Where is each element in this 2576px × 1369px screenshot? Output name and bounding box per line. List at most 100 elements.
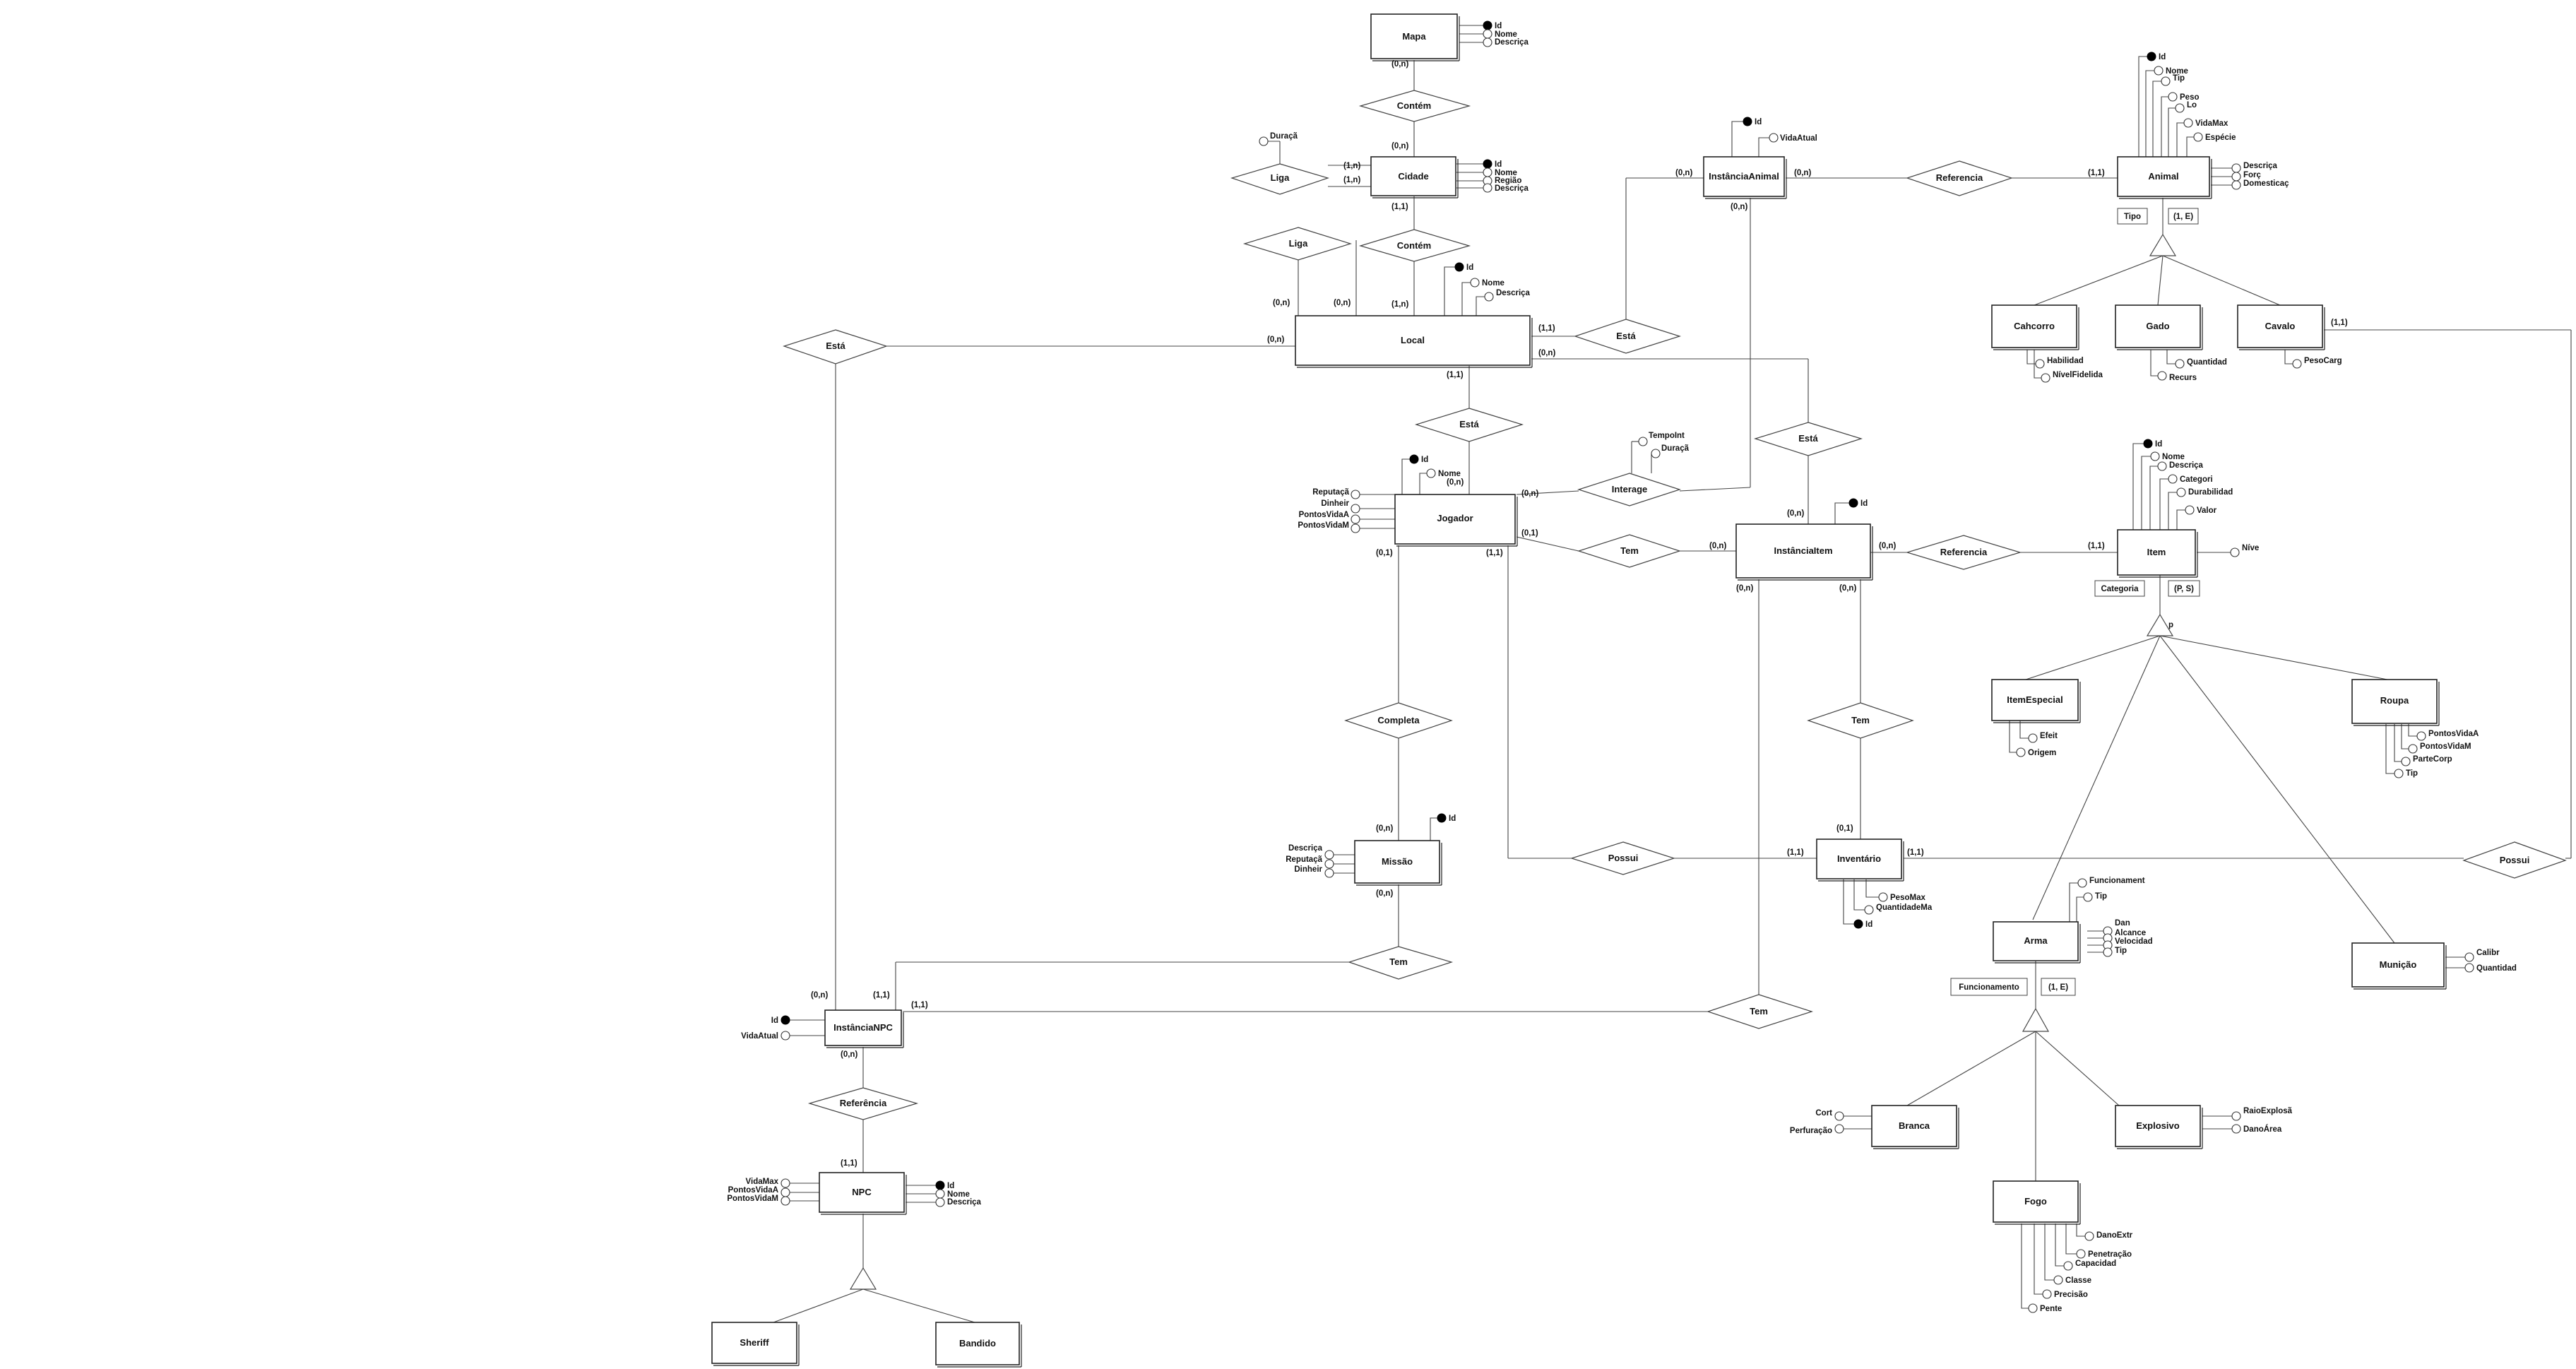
- relationship-tem-item[interactable]: Tem: [1577, 534, 1681, 568]
- svg-text:(1,1): (1,1): [1391, 203, 1408, 211]
- svg-text:Cort: Cort: [1815, 1109, 1832, 1118]
- svg-text:VidaAtual: VidaAtual: [1780, 134, 1817, 143]
- svg-text:Nome: Nome: [2162, 453, 2185, 461]
- svg-text:Dinheir: Dinheir: [1294, 865, 1322, 874]
- svg-text:Id: Id: [2159, 53, 2166, 61]
- svg-text:Referencia: Referencia: [1936, 172, 1983, 183]
- relationship-esta-jogador[interactable]: Está: [1414, 408, 1524, 442]
- entity-sheriff[interactable]: Sheriff: [711, 1322, 800, 1366]
- relationship-possui-jogador[interactable]: Possui: [1570, 841, 1675, 875]
- entity-missao[interactable]: Missão: [1354, 840, 1442, 886]
- entity-arma[interactable]: Arma: [1993, 921, 2081, 964]
- svg-text:(1,1): (1,1): [1486, 549, 1503, 557]
- svg-text:Id: Id: [1865, 920, 1872, 929]
- entity-local[interactable]: Local: [1295, 315, 1533, 368]
- relationship-tem-npc-item[interactable]: Tem: [1707, 994, 1813, 1029]
- entity-cavalo[interactable]: Cavalo: [2237, 304, 2325, 350]
- entity-jogador[interactable]: Jogador: [1394, 494, 1518, 547]
- relationship-possui-cavalo[interactable]: Possui: [2462, 841, 2567, 879]
- relationship-esta-item[interactable]: Está: [1753, 422, 1863, 456]
- relationship-esta-animal[interactable]: Está: [1574, 319, 1681, 354]
- svg-text:(1,1): (1,1): [2088, 542, 2105, 550]
- svg-text:Nome: Nome: [947, 1190, 970, 1199]
- svg-text:Tem: Tem: [1851, 715, 1870, 725]
- relationship-esta-npc[interactable]: Está: [783, 329, 888, 365]
- svg-text:Funcionamento: Funcionamento: [1959, 983, 2019, 992]
- svg-text:Região: Região: [1495, 177, 1521, 185]
- relationship-interage[interactable]: Interage: [1577, 473, 1681, 506]
- svg-text:(0,1): (0,1): [1836, 824, 1853, 833]
- svg-text:Cidade: Cidade: [1398, 171, 1428, 182]
- svg-text:ParteCorp: ParteCorp: [2413, 755, 2452, 764]
- entity-instancia-npc[interactable]: InstânciaNPC: [824, 1009, 904, 1048]
- svg-text:Id: Id: [771, 1017, 778, 1025]
- relationship-liga-1[interactable]: Liga: [1230, 163, 1329, 195]
- svg-text:Roupa: Roupa: [2380, 695, 2409, 706]
- svg-text:(1,1): (1,1): [873, 991, 890, 1000]
- svg-text:Id: Id: [1495, 160, 1502, 169]
- svg-text:Nome: Nome: [1438, 470, 1461, 478]
- entity-instancia-animal[interactable]: InstânciaAnimal: [1703, 156, 1787, 199]
- svg-text:(0,n): (0,n): [1521, 490, 1538, 498]
- svg-text:NívelFidelida: NívelFidelida: [2053, 371, 2103, 379]
- entity-instancia-item[interactable]: InstânciaItem: [1735, 523, 1873, 581]
- relationship-referencia-npc[interactable]: Referência: [807, 1087, 919, 1120]
- svg-text:p: p: [2168, 621, 2173, 629]
- svg-text:(0,n): (0,n): [1273, 299, 1290, 307]
- svg-text:Categori: Categori: [2180, 475, 2213, 484]
- svg-text:Descriça: Descriça: [1496, 289, 1531, 297]
- entity-npc[interactable]: NPC: [819, 1172, 907, 1215]
- entity-explosivo[interactable]: Explosivo: [2115, 1105, 2203, 1149]
- svg-text:VidaAtual: VidaAtual: [741, 1032, 778, 1041]
- relationship-contem-2[interactable]: Contém: [1358, 229, 1471, 262]
- svg-text:Tipo: Tipo: [2124, 213, 2141, 221]
- entity-item-especial[interactable]: ItemEspecial: [1991, 679, 2081, 723]
- svg-text:Tip: Tip: [2115, 947, 2127, 955]
- entity-item[interactable]: Item: [2117, 529, 2198, 578]
- svg-text:Categoria: Categoria: [2101, 585, 2139, 593]
- svg-text:Classe: Classe: [2065, 1276, 2091, 1285]
- relationship-tem-inventario[interactable]: Tem: [1807, 702, 1914, 739]
- svg-text:PontosVidaM: PontosVidaM: [727, 1195, 778, 1203]
- svg-text:(1, E): (1, E): [2173, 213, 2193, 221]
- svg-text:Liga: Liga: [1271, 172, 1290, 183]
- entity-roupa[interactable]: Roupa: [2351, 679, 2440, 726]
- svg-text:(0,n): (0,n): [1794, 169, 1811, 177]
- svg-text:Penetração: Penetração: [2088, 1250, 2132, 1259]
- svg-text:Tem: Tem: [1750, 1006, 1768, 1017]
- entity-cidade[interactable]: Cidade: [1370, 156, 1459, 198]
- relationship-tem-missao[interactable]: Tem: [1348, 946, 1454, 980]
- svg-text:(1,1): (1,1): [1447, 371, 1464, 379]
- entity-fogo[interactable]: Fogo: [1993, 1180, 2081, 1225]
- relationship-completa[interactable]: Completa: [1344, 702, 1453, 739]
- svg-text:Espécie: Espécie: [2205, 134, 2236, 142]
- svg-text:Duraçã: Duraçã: [1270, 132, 1298, 141]
- svg-text:Tem: Tem: [1389, 956, 1408, 967]
- svg-text:Gado: Gado: [2146, 321, 2169, 331]
- entity-municao[interactable]: Munição: [2351, 942, 2447, 990]
- svg-text:Sheriff: Sheriff: [740, 1337, 769, 1348]
- attribute-circles: [780, 20, 2474, 1313]
- entity-cachorro[interactable]: Cahcorro: [1991, 304, 2079, 350]
- entity-bandido[interactable]: Bandido: [935, 1322, 1022, 1368]
- svg-text:Está: Está: [1459, 419, 1479, 429]
- attribute-stems: [790, 25, 2465, 1309]
- svg-text:Habilidad: Habilidad: [2047, 357, 2084, 365]
- svg-text:Id: Id: [1495, 22, 1502, 30]
- entity-branca[interactable]: Branca: [1871, 1105, 1959, 1149]
- svg-text:(0,n): (0,n): [1538, 349, 1555, 357]
- entity-gado[interactable]: Gado: [2115, 304, 2203, 350]
- specialization-npc: [849, 1267, 877, 1290]
- svg-text:InstânciaNPC: InstânciaNPC: [833, 1022, 893, 1033]
- entity-mapa[interactable]: Mapa: [1370, 13, 1460, 61]
- svg-text:(0,n): (0,n): [1736, 584, 1753, 593]
- relationship-liga-2[interactable]: Liga: [1242, 227, 1353, 261]
- relationship-referencia-item[interactable]: Referencia: [1905, 535, 2022, 570]
- attribute-labels: Id Nome Descriça Duraçã Id Nome Região D…: [727, 22, 2517, 1313]
- entity-inventario[interactable]: Inventário: [1816, 838, 1904, 882]
- entity-animal[interactable]: Animal: [2117, 156, 2212, 199]
- relationship-referencia-animal[interactable]: Referencia: [1906, 160, 2013, 196]
- svg-text:(0,n): (0,n): [1839, 584, 1856, 593]
- relationship-contem-1[interactable]: Contém: [1358, 90, 1471, 122]
